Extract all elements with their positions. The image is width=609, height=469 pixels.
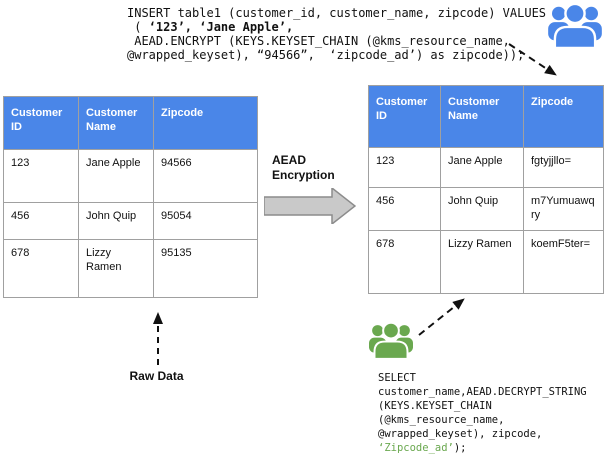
table-cell: 95135 bbox=[153, 239, 258, 298]
select-sql-text: (KEYS.KEYSET_CHAIN bbox=[378, 400, 492, 412]
table-cell-encrypted: m7Yumuawqry bbox=[523, 187, 604, 231]
table-cell: Lizzy Ramen bbox=[440, 230, 524, 294]
select-sql-text: (@kms_resource_name, bbox=[378, 414, 505, 426]
table-row: 456 John Quip m7Yumuawqry bbox=[368, 187, 604, 231]
users-group-green-icon bbox=[369, 321, 413, 360]
column-header: Customer Name bbox=[440, 85, 524, 148]
table-cell-encrypted: koemF5ter= bbox=[523, 230, 604, 294]
insert-sql-text: INSERT table1 (customer_id, customer_nam… bbox=[127, 6, 547, 20]
select-sql-line: ‘Zipcode_ad’); bbox=[378, 441, 587, 455]
users-group-blue-icon bbox=[548, 2, 602, 48]
table-row: 456 John Quip 95054 bbox=[3, 202, 258, 240]
column-header: Zipcode bbox=[153, 96, 258, 150]
column-header: Customer ID bbox=[3, 96, 79, 150]
select-sql-line: customer_name,AEAD.DECRYPT_STRING bbox=[378, 385, 587, 399]
aead-encryption-label: AEAD Encryption bbox=[272, 153, 335, 182]
select-sql-highlight: ‘Zipcode_ad’ bbox=[378, 442, 454, 454]
table-cell: 678 bbox=[3, 239, 79, 298]
insert-sql-text: @wrapped_keyset), “94566”, ‘zipcode_ad’)… bbox=[127, 48, 525, 62]
table-cell: 456 bbox=[3, 202, 79, 240]
table-cell: 123 bbox=[3, 149, 79, 203]
table-cell: John Quip bbox=[78, 202, 154, 240]
insert-sql-line: INSERT table1 (customer_id, customer_nam… bbox=[127, 6, 546, 20]
insert-sql-text: ( bbox=[127, 20, 149, 34]
select-sql-text: ); bbox=[453, 442, 467, 454]
column-header: Zipcode bbox=[523, 85, 604, 148]
insert-sql-line: AEAD.ENCRYPT (KEYS.KEYSET_CHAIN (@kms_re… bbox=[127, 34, 546, 48]
table-cell: 678 bbox=[368, 230, 441, 294]
encrypted-data-table: Customer ID Customer Name Zipcode 123 Ja… bbox=[368, 85, 604, 294]
select-to-table-dashed-arrow-icon bbox=[418, 298, 465, 336]
table-cell: Jane Apple bbox=[440, 147, 524, 188]
select-sql-text: customer_name,AEAD.DECRYPT_STRING bbox=[378, 386, 587, 398]
select-sql-text: @wrapped_keyset), zipcode, bbox=[378, 428, 543, 440]
table-row: 123 Jane Apple 94566 bbox=[3, 149, 258, 203]
encryption-block-arrow-icon bbox=[264, 188, 356, 224]
table-cell: John Quip bbox=[440, 187, 524, 231]
insert-to-table-dashed-arrow-icon bbox=[508, 43, 557, 76]
table-cell: 94566 bbox=[153, 149, 258, 203]
raw-data-label: Raw Data bbox=[129, 369, 184, 383]
insert-sql-code: INSERT table1 (customer_id, customer_nam… bbox=[127, 6, 546, 62]
table-header-row: Customer ID Customer Name Zipcode bbox=[3, 96, 258, 150]
table-cell: 456 bbox=[368, 187, 441, 231]
table-cell-encrypted: fgtyjjllo= bbox=[523, 147, 604, 188]
table-cell: 95054 bbox=[153, 202, 258, 240]
select-sql-text: SELECT bbox=[378, 372, 416, 384]
select-sql-code: SELECT customer_name,AEAD.DECRYPT_STRING… bbox=[378, 371, 587, 455]
insert-sql-line: ( ‘123’, ‘Jane Apple’, bbox=[127, 20, 546, 34]
select-sql-line: (KEYS.KEYSET_CHAIN bbox=[378, 399, 587, 413]
table-cell: 123 bbox=[368, 147, 441, 188]
raw-data-table: Customer ID Customer Name Zipcode 123 Ja… bbox=[3, 96, 258, 298]
raw-data-dashed-arrow-icon bbox=[153, 312, 163, 365]
table-row: 123 Jane Apple fgtyjjllo= bbox=[368, 147, 604, 188]
select-sql-line: SELECT bbox=[378, 371, 587, 385]
insert-sql-bold-values: ‘123’, ‘Jane Apple’, bbox=[148, 20, 294, 34]
table-cell: Jane Apple bbox=[78, 149, 154, 203]
table-cell: Lizzy Ramen bbox=[78, 239, 154, 298]
table-row: 678 Lizzy Ramen koemF5ter= bbox=[368, 230, 604, 294]
insert-sql-text: AEAD.ENCRYPT (KEYS.KEYSET_CHAIN (@kms_re… bbox=[127, 34, 510, 48]
column-header: Customer Name bbox=[78, 96, 154, 150]
select-sql-line: (@kms_resource_name, bbox=[378, 413, 587, 427]
select-sql-line: @wrapped_keyset), zipcode, bbox=[378, 427, 587, 441]
insert-sql-line: @wrapped_keyset), “94566”, ‘zipcode_ad’)… bbox=[127, 48, 546, 62]
column-header: Customer ID bbox=[368, 85, 441, 148]
table-header-row: Customer ID Customer Name Zipcode bbox=[368, 85, 604, 148]
table-row: 678 Lizzy Ramen 95135 bbox=[3, 239, 258, 298]
